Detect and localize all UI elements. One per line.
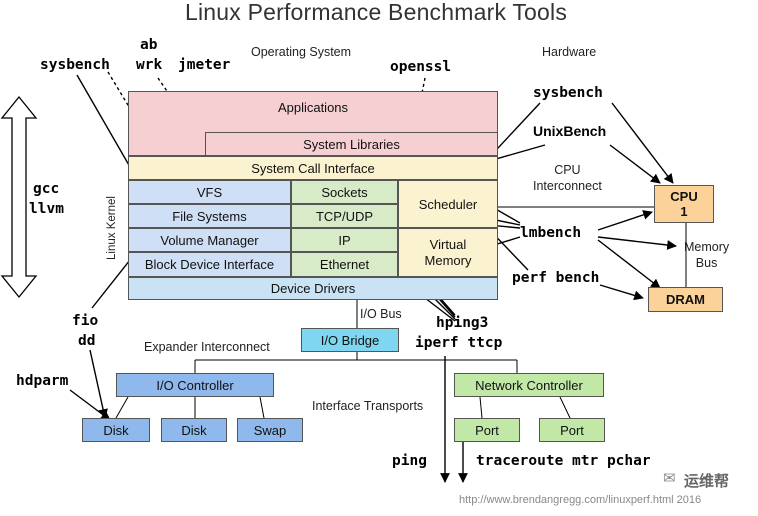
port-label-1: Port — [475, 422, 499, 438]
cpu-box: CPU 1 — [654, 185, 714, 223]
io-bridge-label: I/O Bridge — [320, 332, 380, 348]
virtual-memory-label: Virtual Memory — [424, 236, 472, 268]
block-device-interface-label: Block Device Interface — [144, 257, 275, 272]
swap-box: Swap — [237, 418, 303, 442]
label-operating-system: Operating System — [251, 45, 352, 59]
label-interface-transports: Interface Transports — [312, 399, 424, 413]
ip-box: IP — [291, 228, 398, 252]
tool-unixbench: UnixBench — [533, 123, 607, 139]
dram-label: DRAM — [666, 292, 705, 307]
scheduler-box: Scheduler — [398, 180, 498, 228]
system-call-interface-layer: System Call Interface — [128, 156, 498, 180]
tool-hdparm: hdparm — [16, 373, 69, 389]
file-systems-box: File Systems — [128, 204, 291, 228]
vfs-box: VFS — [128, 180, 291, 204]
file-systems-label: File Systems — [172, 208, 247, 224]
arrow-unixbench-cpu — [609, 144, 661, 184]
tool-ab: ab — [140, 37, 158, 53]
tool-lmbench: lmbench — [520, 225, 582, 241]
label-expander-interconnect: Expander Interconnect — [144, 340, 270, 354]
tcp-udp-label: TCP/UDP — [315, 208, 374, 224]
network-controller-box: Network Controller — [454, 373, 604, 397]
tcp-udp-box: TCP/UDP — [291, 204, 398, 228]
arrow-dd-disk — [89, 349, 108, 419]
tool-sysbench-left: sysbench — [40, 57, 110, 73]
arrow-lm-dram — [597, 239, 661, 289]
system-libraries-layer: System Libraries — [205, 132, 498, 156]
label-io-bus: I/O Bus — [360, 307, 402, 321]
system-call-interface-label: System Call Interface — [251, 160, 375, 176]
watermark-text: 运维帮 — [684, 473, 730, 490]
device-drivers-label: Device Drivers — [270, 281, 356, 296]
stack-double-arrow — [0, 95, 38, 299]
tool-wrk: wrk — [136, 57, 163, 73]
sockets-box: Sockets — [291, 180, 398, 204]
nc-port1 — [479, 396, 483, 419]
block-device-interface-box: Block Device Interface — [128, 252, 291, 277]
disk-label-2: Disk — [181, 422, 207, 438]
watermark-icon: ✉ — [663, 470, 676, 487]
tool-traceroute-mtr-pchar: traceroute mtr pchar — [476, 453, 651, 469]
port-box-1: Port — [454, 418, 520, 442]
port-label-2: Port — [560, 422, 584, 438]
ip-label: IP — [338, 232, 351, 248]
ethernet-label: Ethernet — [319, 257, 370, 272]
device-drivers-layer: Device Drivers — [128, 277, 498, 300]
tool-fio: fio — [72, 313, 99, 329]
tool-dd: dd — [78, 333, 96, 349]
cpu-label: CPU 1 — [670, 189, 698, 219]
tool-sysbench-right: sysbench — [533, 85, 603, 101]
dram-box: DRAM — [648, 287, 723, 312]
tool-openssl: openssl — [390, 59, 452, 75]
label-hardware: Hardware — [542, 45, 597, 59]
arrow-lm-membus — [597, 236, 677, 250]
arrow-perfbench-dram — [599, 284, 644, 301]
system-libraries-label: System Libraries — [303, 136, 400, 152]
disk-box-1: Disk — [82, 418, 150, 442]
sockets-label: Sockets — [321, 184, 368, 200]
volume-manager-label: Volume Manager — [160, 232, 259, 248]
tool-perf-bench: perf bench — [512, 270, 600, 286]
applications-label: Applications — [277, 100, 349, 115]
disk-label-1: Disk — [103, 422, 129, 438]
ethernet-box: Ethernet — [291, 252, 398, 277]
tool-iperf-ttcp: iperf ttcp — [415, 335, 503, 351]
swap-label: Swap — [253, 422, 287, 438]
label-memory-bus: Memory Bus — [684, 240, 730, 270]
io-bridge-box: I/O Bridge — [301, 328, 399, 352]
arrow-sysbench-cpu — [611, 102, 674, 184]
scheduler-label: Scheduler — [418, 196, 478, 212]
arrow-lm-cpu — [597, 210, 653, 231]
network-controller-label: Network Controller — [475, 377, 583, 393]
io-controller-label: I/O Controller — [156, 377, 234, 393]
tool-hping3: hping3 — [436, 315, 489, 331]
arrow-ab-applications — [107, 71, 141, 126]
tool-llvm: llvm — [29, 201, 64, 217]
io-controller-box: I/O Controller — [116, 373, 274, 397]
diagram-title: Linux Performance Benchmark Tools — [185, 0, 568, 25]
footer-url: http://www.brendangregg.com/linuxperf.ht… — [459, 494, 702, 506]
ioc-disk1 — [115, 396, 129, 419]
nc-port2 — [559, 396, 571, 419]
disk-box-2: Disk — [161, 418, 227, 442]
tool-gcc: gcc — [33, 181, 60, 197]
label-cpu-interconnect: CPU Interconnect — [533, 163, 602, 193]
label-linux-kernel: Linux Kernel — [105, 196, 118, 260]
port-box-2: Port — [539, 418, 605, 442]
ioc-swap — [259, 396, 265, 419]
volume-manager-box: Volume Manager — [128, 228, 291, 252]
virtual-memory-box: Virtual Memory — [398, 228, 498, 277]
vfs-label: VFS — [196, 184, 223, 200]
tool-jmeter: jmeter — [178, 57, 231, 73]
tool-ping: ping — [392, 453, 427, 469]
